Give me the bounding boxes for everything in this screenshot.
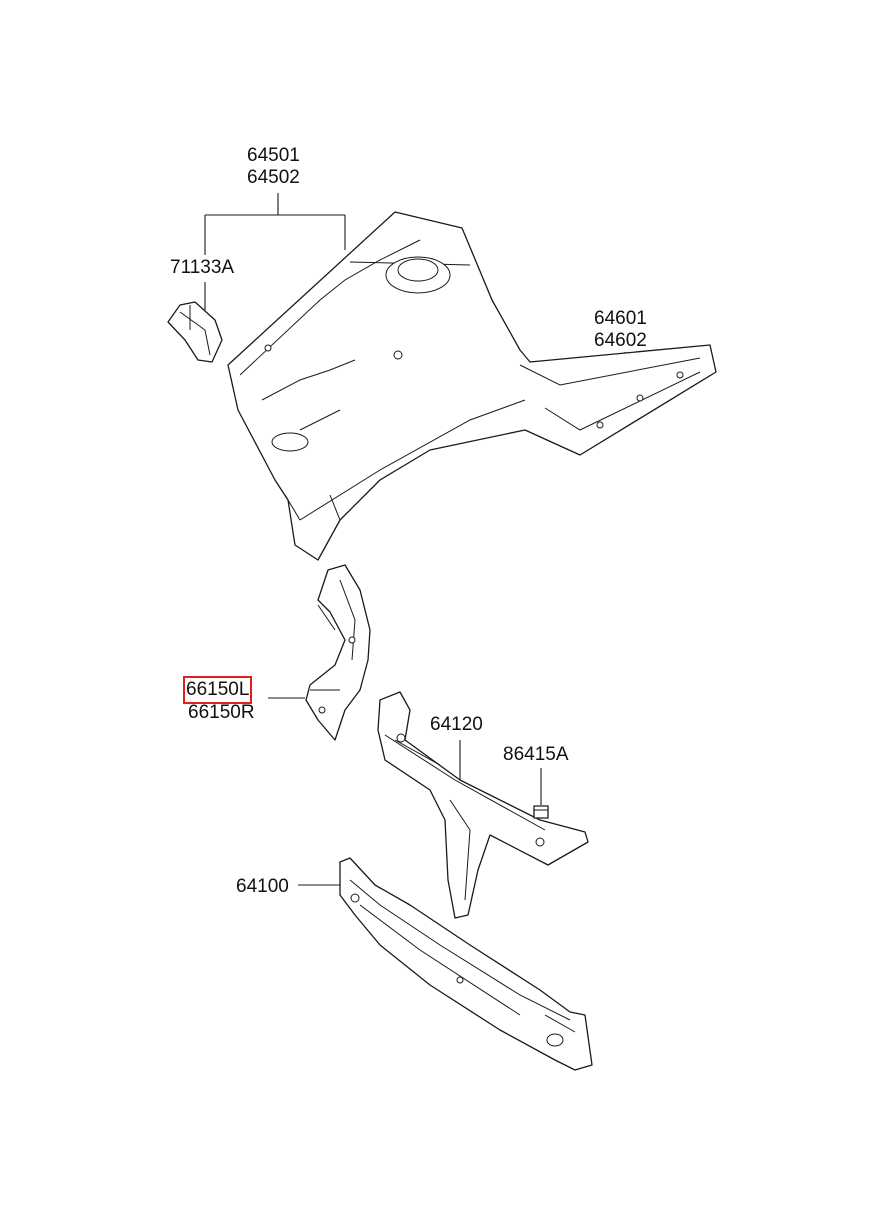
lower-member-part[interactable] [339, 857, 593, 1071]
callout-64100[interactable]: 64100 [236, 876, 289, 897]
callout-64120[interactable]: 64120 [430, 714, 483, 735]
callout-64502[interactable]: 64502 [247, 167, 300, 188]
nut-86415a-part[interactable] [533, 805, 549, 819]
callout-64601[interactable]: 64601 [594, 308, 647, 329]
front-side-member-part[interactable] [227, 211, 717, 561]
callout-71133a[interactable]: 71133A [170, 257, 235, 278]
apron-reinforcement-part[interactable] [305, 564, 371, 741]
callout-66150l[interactable]: 66150L [182, 676, 253, 704]
callout-64501[interactable]: 64501 [247, 145, 300, 166]
callout-64602[interactable]: 64602 [594, 330, 647, 351]
upper-panel-part[interactable] [377, 691, 589, 919]
callout-66150r[interactable]: 66150R [188, 702, 255, 723]
bracket-71133a-part[interactable] [167, 301, 223, 363]
callout-86415a[interactable]: 86415A [503, 744, 569, 765]
